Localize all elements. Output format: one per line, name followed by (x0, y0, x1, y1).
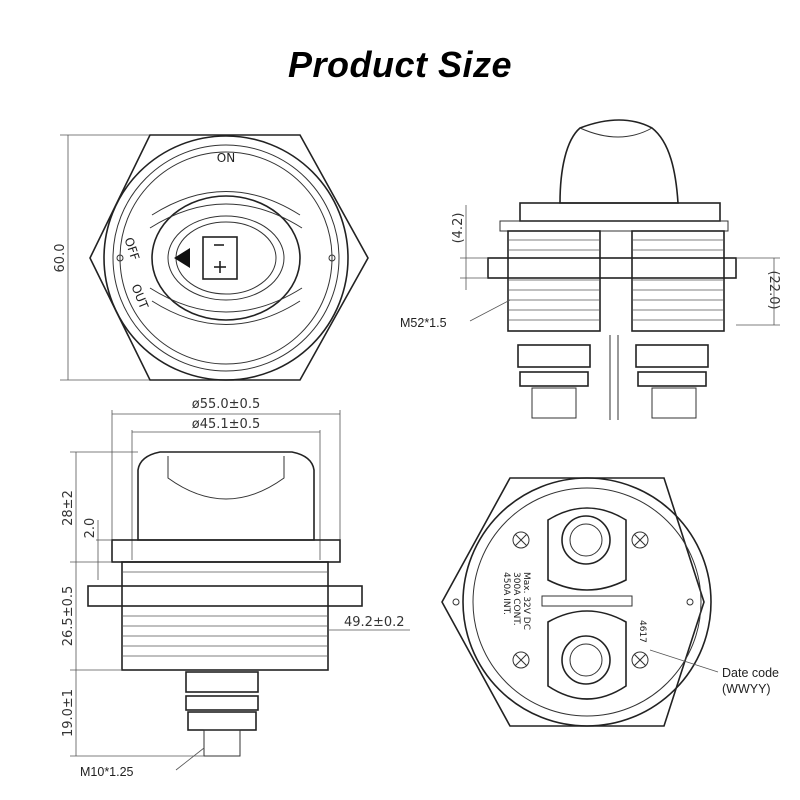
diameter-inner: ø45.1±0.5 (192, 417, 260, 432)
battery-icon (202, 236, 238, 280)
dimension-22: (22.0) (766, 270, 781, 309)
dimension-cap: 28±2 (61, 490, 76, 526)
rating-line-2: 300A CONT. (511, 572, 521, 626)
bottom-view: Max. 32V DC 300A CONT. 450A INT. 4617 Da… (441, 477, 779, 727)
thread-m52: M52*1.5 (400, 316, 447, 330)
arrow-icon (174, 248, 190, 268)
rating-line-1: Max. 32V DC (521, 572, 531, 630)
dimension-4-2: (4.2) (451, 213, 466, 244)
label-off: OFF (122, 236, 143, 263)
date-code-sample: 4617 (637, 620, 647, 643)
rating-line-3: 450A INT. (501, 572, 511, 615)
dimension-flange: 2.0 (83, 518, 98, 539)
dimension-body: 26.5±0.5 (61, 586, 76, 647)
outer-ring (103, 135, 349, 381)
thread-m10: M10*1.25 (80, 765, 134, 779)
diameter-outer: ø55.0±0.5 (192, 397, 260, 412)
label-on: ON (217, 151, 235, 165)
top-view: 60.0 ON OFF OUT (53, 134, 369, 381)
page-title: Product Size (287, 44, 513, 85)
front-view: ø55.0±0.5 ø45.1±0.5 28±2 2.0 26.5±0.5 (61, 397, 410, 779)
date-code-label: Date code (722, 666, 779, 680)
knob-outline (151, 195, 301, 321)
date-code-format: (WWYY) (722, 682, 771, 696)
side-view: (4.2) (22.0) M52*1.5 (400, 119, 781, 420)
height-dimension: 60.0 (53, 244, 68, 273)
dimension-width: 49.2±0.2 (344, 615, 405, 630)
screws (512, 531, 649, 669)
dimension-terminal: 19.0±1 (61, 689, 76, 737)
hex-outline (89, 134, 369, 381)
